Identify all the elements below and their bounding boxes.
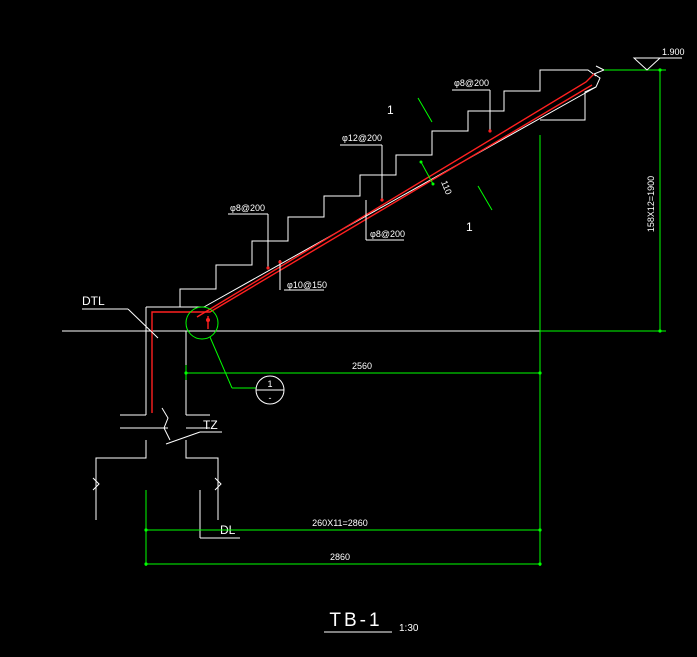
detail-ref-sheet: - — [269, 393, 272, 403]
beam-column-outline — [120, 307, 210, 429]
height-dim-text: 158X12=1900 — [646, 176, 656, 232]
tz-leader — [165, 431, 201, 445]
detail-circle — [185, 306, 219, 340]
elevation-text: 1.900 — [662, 47, 685, 57]
thickness-dim-line — [420, 161, 434, 185]
elevation-marker — [632, 57, 662, 71]
upper-landing-break — [540, 65, 606, 121]
thickness-dim-text: 110 — [439, 179, 454, 196]
rebar-marker-dots — [266, 129, 492, 270]
rebar-label-main: φ10@150 — [287, 280, 327, 290]
rebar-label-bottom: φ8@200 — [370, 229, 405, 239]
thickness-dim-tick-end — [431, 182, 435, 186]
rebar-callouts — [228, 89, 491, 291]
dimension-ticks — [144, 68, 662, 566]
section-label-left: 1 — [387, 103, 394, 117]
dtl-label: DTL — [82, 294, 105, 308]
drawing-title: TB-1 — [329, 610, 382, 631]
rebar-dot — [206, 318, 210, 322]
span-upper-text: 2560 — [352, 361, 372, 371]
ground-beam-breaks — [92, 477, 222, 491]
treads-dim-text: 260X11=2860 — [312, 518, 368, 528]
thickness-dim-tick — [419, 160, 423, 164]
rebar-label-top-upper: φ8@200 — [454, 78, 489, 88]
detail-ref-number: 1 — [267, 379, 272, 389]
stair-steps-outline — [179, 69, 597, 307]
tz-label: TZ — [203, 418, 218, 432]
dtl-leader — [127, 308, 159, 339]
slab-underside — [203, 86, 597, 308]
section-mark-lower — [477, 185, 493, 211]
rebar-label-top-mid: φ12@200 — [342, 133, 382, 143]
rebar-main — [151, 84, 593, 413]
section-mark-upper — [417, 97, 433, 123]
total-dim-text: 2860 — [330, 552, 350, 562]
detail-leader — [209, 336, 233, 389]
ground-beam-outline — [95, 440, 219, 520]
rebar-label-top-lower: φ8@200 — [230, 203, 265, 213]
column-break — [161, 407, 171, 441]
drawing-scale: 1:30 — [399, 623, 419, 634]
section-label-right: 1 — [466, 220, 473, 234]
